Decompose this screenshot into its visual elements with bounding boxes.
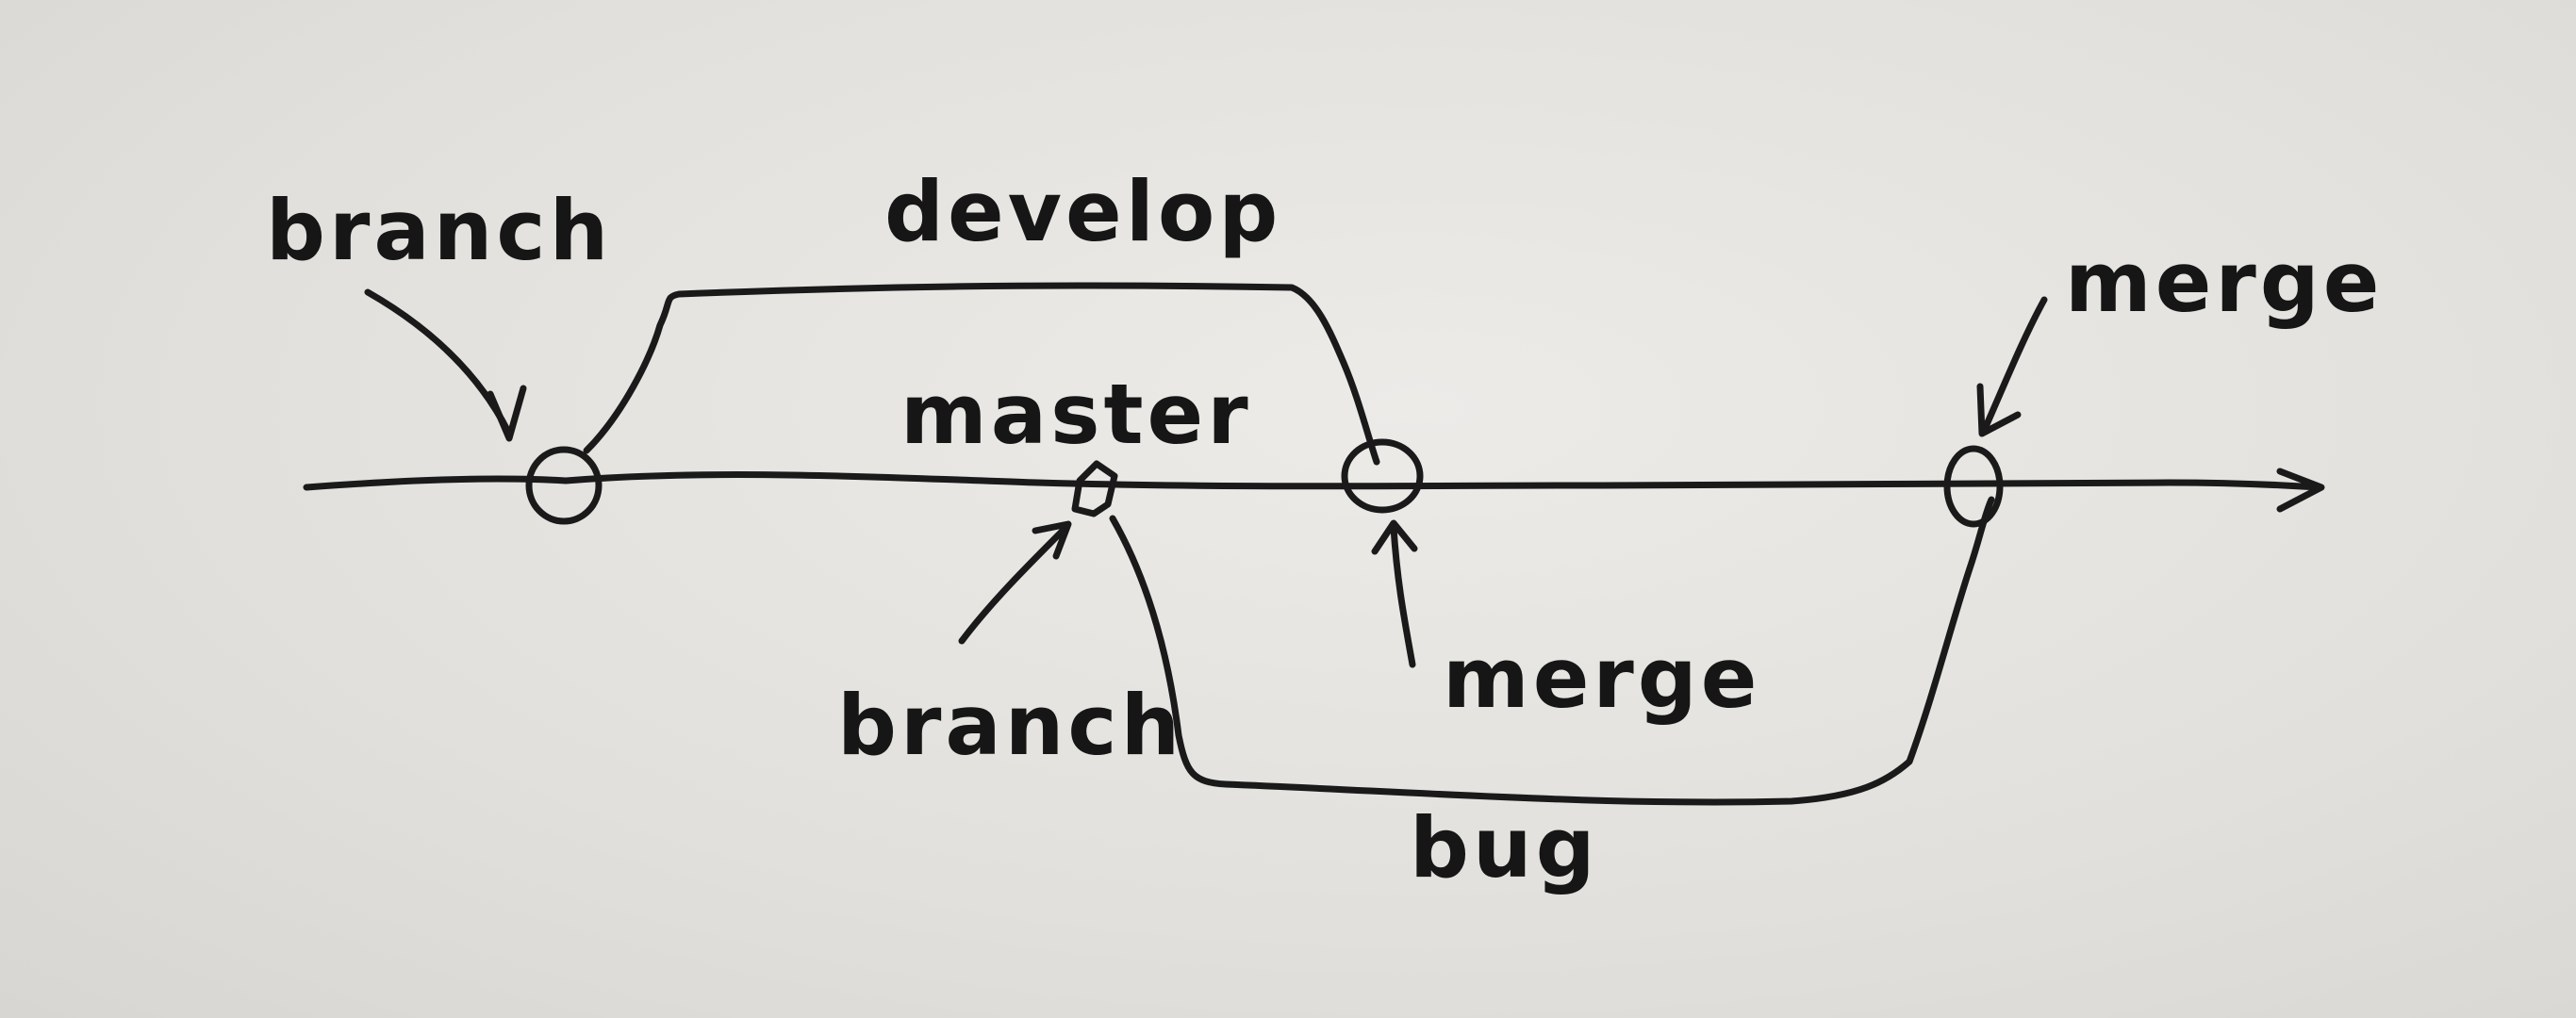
merge-right-arrowhead	[1976, 383, 2022, 437]
label-bug: bug	[1410, 799, 1599, 896]
merge-right-arrow	[1981, 296, 2048, 433]
commit-node-branch-bug	[1071, 460, 1118, 517]
branch-top-arrowhead	[487, 385, 527, 442]
master-arrowhead	[2276, 468, 2325, 513]
merge-middle-arrow	[1390, 524, 1416, 668]
commit-node-branch-develop	[525, 446, 603, 525]
label-master: master	[900, 366, 1252, 463]
master-line	[303, 471, 2323, 491]
develop-line	[583, 282, 1380, 466]
commit-node-merge-bug	[1943, 445, 2004, 528]
branch-bottom-arrowhead	[1032, 520, 1072, 560]
label-branch-top: branch	[266, 182, 612, 279]
label-merge-middle: merge	[1443, 630, 1760, 727]
branch-top-arrow	[364, 288, 513, 437]
label-develop: develop	[884, 163, 1281, 260]
commit-node-merge-develop	[1341, 438, 1424, 514]
bug-line	[1109, 496, 1995, 806]
label-merge-right: merge	[2065, 234, 2383, 331]
merge-middle-arrowhead	[1371, 519, 1418, 555]
branch-bottom-arrow	[958, 524, 1069, 645]
label-branch-bottom: branch	[837, 677, 1183, 774]
